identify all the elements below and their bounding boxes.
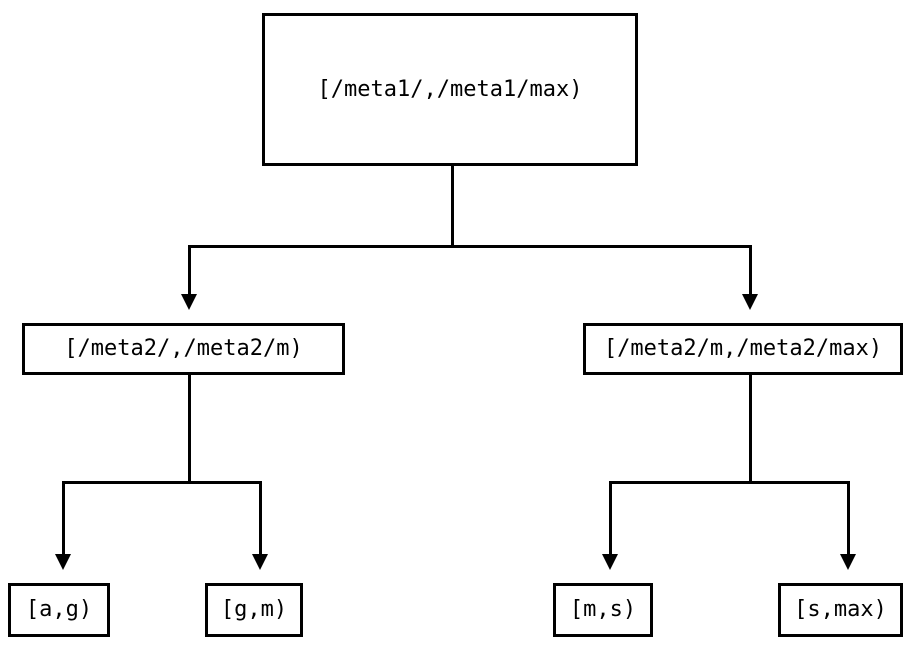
arrow-down-icon [602,554,618,570]
edge-right-to-leaf-smax-vertical [847,481,850,555]
node-leaf-ag-label: [a,g) [25,597,93,622]
edge-right-subtree-horizontal [609,481,850,484]
edge-left-to-leaf-ag-vertical [62,481,65,555]
node-leaf-ag: [a,g) [8,583,110,637]
node-leaf-gm: [g,m) [205,583,303,637]
edge-root-to-right-vertical [749,245,752,295]
node-leaf-smax-label: [s,max) [794,597,887,622]
node-leaf-smax: [s,max) [778,583,903,637]
node-leaf-gm-label: [g,m) [220,597,288,622]
node-right-label: [/meta2/m,/meta2/max) [603,336,883,361]
node-root-range: [/meta1/,/meta1/max) [262,13,638,166]
node-right-range: [/meta2/m,/meta2/max) [583,323,903,375]
edge-right-vertical [749,375,752,484]
node-left-range: [/meta2/,/meta2/m) [22,323,345,375]
node-left-label: [/meta2/,/meta2/m) [64,336,303,361]
edge-left-subtree-horizontal [62,481,262,484]
edge-root-vertical [451,166,454,248]
arrow-down-icon [742,294,758,310]
arrow-down-icon [55,554,71,570]
edge-right-to-leaf-ms-vertical [609,481,612,555]
arrow-down-icon [840,554,856,570]
edge-left-vertical [188,375,191,484]
edge-root-to-left-vertical [188,245,191,295]
arrow-down-icon [181,294,197,310]
edge-level1-horizontal [188,245,752,248]
node-root-label: [/meta1/,/meta1/max) [317,76,583,102]
node-leaf-ms: [m,s) [553,583,653,637]
arrow-down-icon [252,554,268,570]
edge-left-to-leaf-gm-vertical [259,481,262,555]
node-leaf-ms-label: [m,s) [569,597,637,622]
